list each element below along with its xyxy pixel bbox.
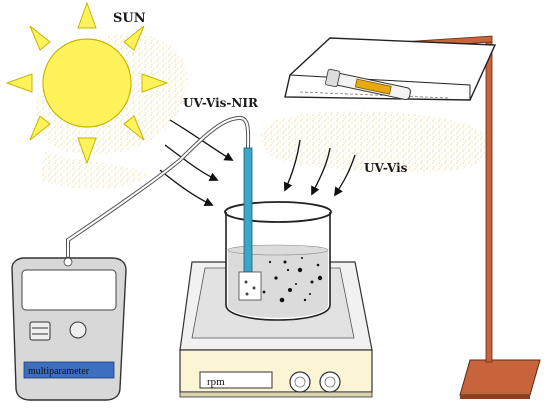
speed-label: rpm [207, 376, 225, 388]
meter-label: multiparameter [28, 366, 90, 377]
uv-vis-nir-label: UV-Vis-NIR [183, 96, 259, 110]
sun-arrows [159, 119, 234, 207]
beaker [224, 201, 332, 321]
stirrer-knob-heat[interactable] [319, 371, 341, 393]
meter-port-lines [32, 327, 48, 335]
lamp-glow [260, 110, 488, 172]
lamp-arrows [283, 139, 356, 197]
catalyst-particles [262, 257, 323, 303]
stirrer-knob-speed[interactable] [289, 371, 311, 393]
meter-button-port[interactable] [29, 321, 51, 341]
uv-lamp [284, 37, 497, 101]
speed-display [199, 371, 273, 389]
sun-label: SUN [113, 11, 146, 26]
multiparameter-meter [11, 257, 127, 401]
sun-icon [5, 1, 169, 165]
uv-vis-label: UV-Vis [364, 161, 408, 175]
multiparameter-probe [238, 147, 262, 301]
meter-label-plate [23, 361, 115, 379]
meter-knob[interactable] [69, 321, 87, 339]
